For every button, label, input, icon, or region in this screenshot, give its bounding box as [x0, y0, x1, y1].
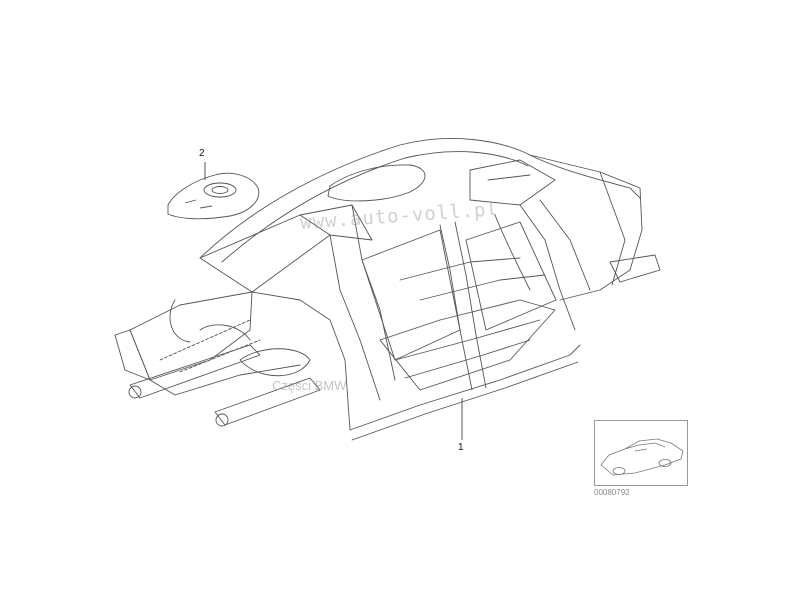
callout-part-2: 2 [199, 148, 205, 159]
engine-bay [129, 291, 253, 381]
b-pillar [439, 224, 473, 391]
front-firewall [251, 291, 351, 431]
store-watermark: Części BMW [272, 378, 347, 393]
c-pillar [519, 204, 576, 331]
vehicle-thumbnail-icon [600, 438, 684, 476]
roof-inner-line [221, 151, 529, 263]
front-rail-left [129, 344, 261, 399]
callout-part-1: 1 [458, 442, 464, 453]
part-2-cover-drawing [167, 172, 260, 220]
diagram-code: 00080792 [594, 488, 630, 497]
roof-outline [199, 138, 641, 259]
front-door-opening [361, 229, 461, 361]
front-rail-right [214, 377, 321, 426]
rear-door-opening [465, 221, 557, 331]
rocker-sill [349, 344, 581, 431]
sunroof-opening [327, 164, 426, 202]
rear-quarter [529, 154, 643, 301]
rear-window-frame [469, 159, 556, 206]
floor-pan [379, 299, 556, 391]
a-pillar [329, 234, 381, 401]
vehicle-thumbnail [594, 420, 688, 486]
